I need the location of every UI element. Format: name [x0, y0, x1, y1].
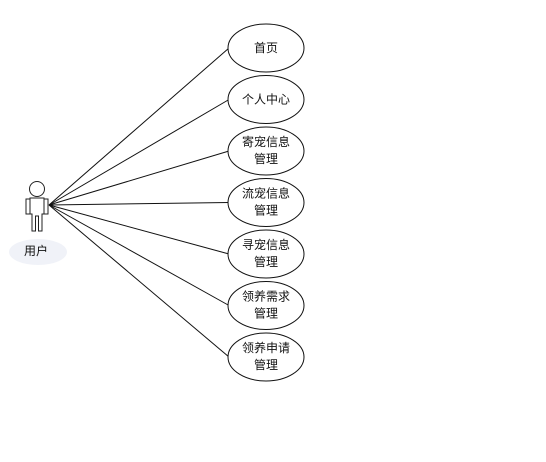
association-line — [48, 202, 230, 206]
use-case-label: 管理 — [254, 357, 278, 372]
use-case: 个人中心 — [227, 75, 305, 124]
actor-body — [29, 197, 45, 232]
use-case-ellipse — [227, 75, 305, 124]
use-case-ellipse — [227, 23, 305, 73]
association-line — [48, 150, 230, 206]
association-line — [48, 47, 230, 206]
use-case-ellipse — [227, 332, 305, 382]
association-line — [48, 204, 230, 358]
use-case-label: 首页 — [254, 41, 278, 55]
association-lines — [48, 47, 230, 358]
use-case-ellipse — [227, 126, 305, 176]
actor-arm-left — [25, 198, 31, 215]
actor-label-backdrop — [9, 239, 67, 265]
use-case-label: 寻宠信息 — [242, 237, 290, 252]
use-case-label: 个人中心 — [242, 92, 290, 107]
use-case-ellipse — [227, 281, 305, 330]
use-case-label: 领养申请 — [242, 340, 290, 355]
association-line — [48, 99, 230, 206]
actor-label: 用户 — [24, 243, 48, 258]
use-case-label: 管理 — [254, 254, 278, 269]
use-case-label: 管理 — [254, 151, 278, 166]
use-case: 首页 — [227, 23, 305, 73]
use-case-label: 管理 — [254, 306, 278, 321]
actor-arm-right — [43, 198, 49, 215]
use-case-ellipse — [227, 178, 305, 227]
association-line — [48, 204, 230, 255]
use-case-label: 流宠信息 — [242, 186, 290, 201]
actor-head — [29, 181, 45, 197]
use-case-label: 寄宠信息 — [242, 134, 290, 149]
use-case-label: 管理 — [254, 203, 278, 218]
association-line — [48, 204, 230, 306]
use-case-label: 领养需求 — [242, 289, 290, 304]
use-case-ellipse — [227, 229, 305, 279]
actor-user: 用户 — [9, 181, 67, 265]
